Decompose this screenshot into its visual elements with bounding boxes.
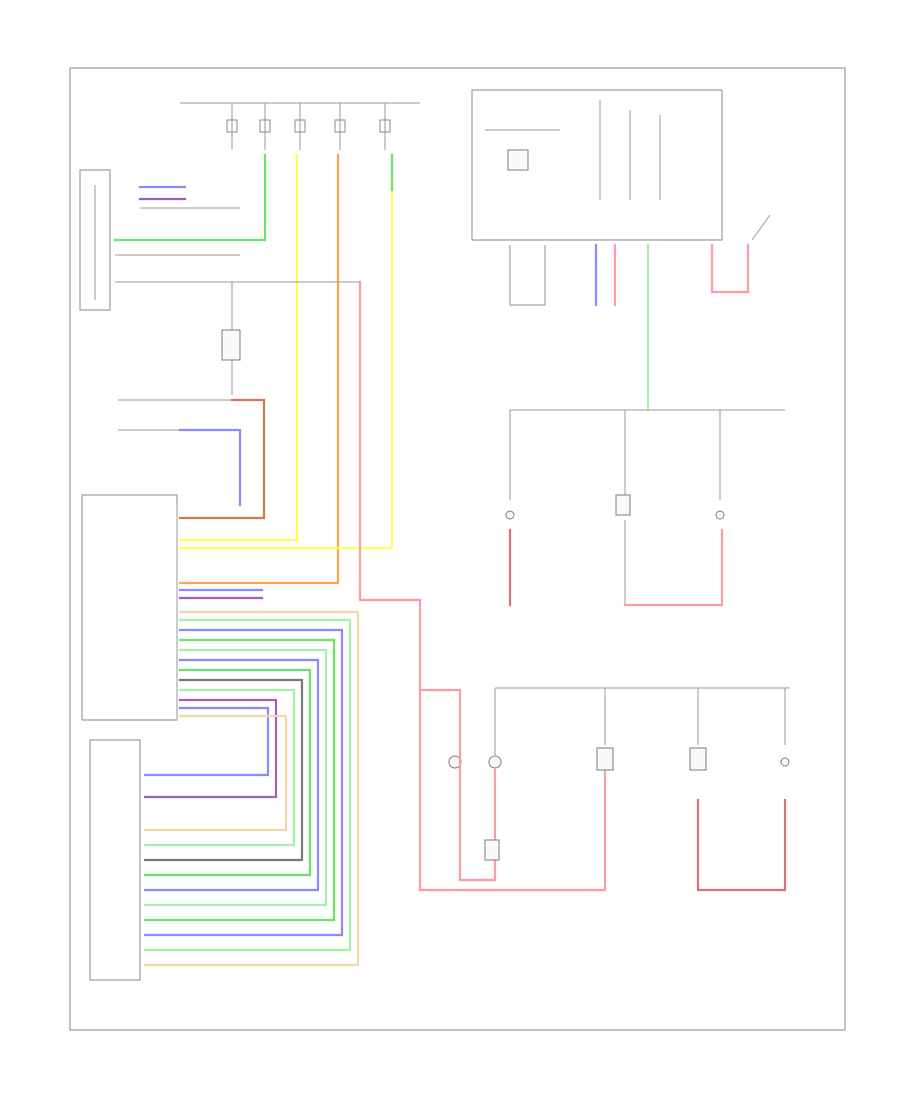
left-connector-block [79, 169, 111, 311]
lamp-right [488, 755, 502, 769]
component-bottom-1 [596, 747, 614, 771]
wire-lgreen-3 [143, 688, 296, 847]
wire-blue-3 [143, 628, 344, 937]
wire-green-3 [143, 668, 312, 877]
wire-red-long [358, 280, 607, 892]
wire-blue-1 [178, 428, 242, 507]
wire-pink-sw2-3 [623, 528, 724, 607]
component-bottom-3 [780, 757, 790, 767]
wire-lgreen-2 [143, 648, 328, 907]
switch-1 [505, 510, 515, 520]
wire-green-2 [143, 638, 336, 922]
wire-lgreen-1 [143, 618, 352, 952]
wire-green-top-left [113, 153, 267, 242]
switch-3 [715, 510, 725, 520]
component-bottom-2 [689, 747, 707, 771]
top-right-unit [471, 89, 723, 241]
fuse-group-left [180, 102, 420, 150]
wire-pink-loop [710, 243, 750, 294]
wire-orange-1 [178, 153, 340, 585]
switch-connector [89, 739, 141, 981]
wire-yellow-2 [178, 153, 394, 550]
wire-pink-lamps [418, 688, 497, 882]
relay-component [221, 282, 241, 395]
wire-blue-4 [143, 658, 320, 892]
wire-gray-top-right [509, 245, 546, 306]
wire-yellow-1 [178, 153, 299, 542]
wire-blue-5 [143, 706, 270, 777]
diagram-frame [69, 67, 846, 1031]
lower-relay [484, 839, 500, 861]
wire-tan-outer [143, 610, 360, 967]
wire-violet-3 [143, 698, 278, 799]
wire-red-bottom-right [696, 798, 787, 892]
wire-tan-2 [143, 714, 288, 832]
wire-brown-1 [178, 398, 266, 520]
control-module [81, 494, 178, 721]
wire-gray-1 [143, 678, 304, 862]
switch-2 [615, 494, 631, 516]
